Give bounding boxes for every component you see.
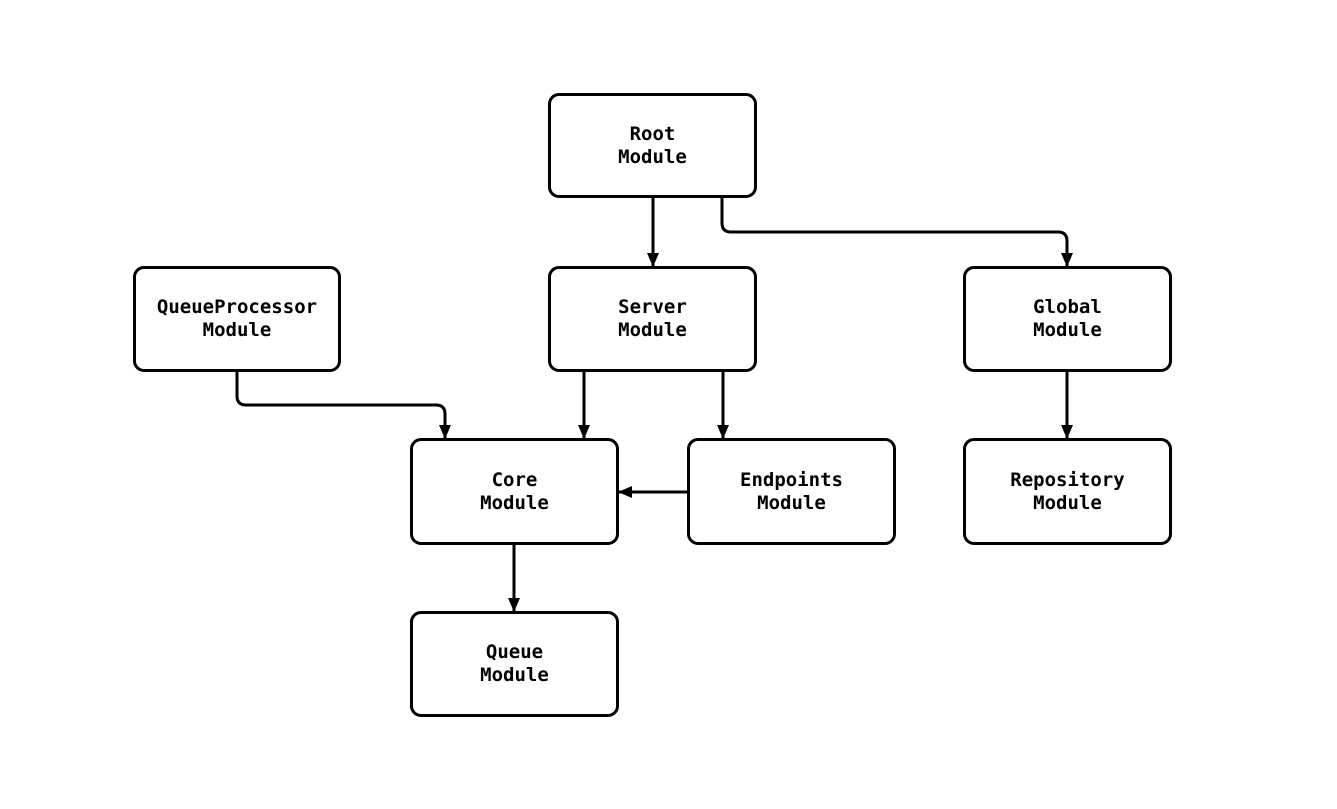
node-label-line: Server (618, 296, 687, 318)
node-label-line: Module (480, 664, 549, 686)
node-label-line: Module (618, 145, 687, 168)
edge-queueprocessor-module-to-core-module (235, 372, 451, 439)
node-label-line: Root (629, 122, 676, 145)
node-label-line: Repository (1010, 468, 1125, 491)
edge-group (235, 198, 1073, 612)
node-label-line: QueueProcessor (156, 296, 318, 318)
node-label-line: Module (618, 319, 687, 341)
node-label-line: Core (491, 468, 538, 491)
node-label-line: Module (202, 319, 272, 341)
node-label-line: Module (757, 491, 826, 514)
node-label-line: Queue (485, 641, 544, 663)
node-label-line: Module (1033, 319, 1102, 341)
edge-root-module-to-global-module (720, 198, 1073, 267)
node-label-line: Global (1033, 296, 1102, 318)
node-label-line: Endpoints (740, 468, 843, 491)
node-label-line: Module (480, 491, 549, 514)
node-label-line: Module (1033, 491, 1102, 514)
